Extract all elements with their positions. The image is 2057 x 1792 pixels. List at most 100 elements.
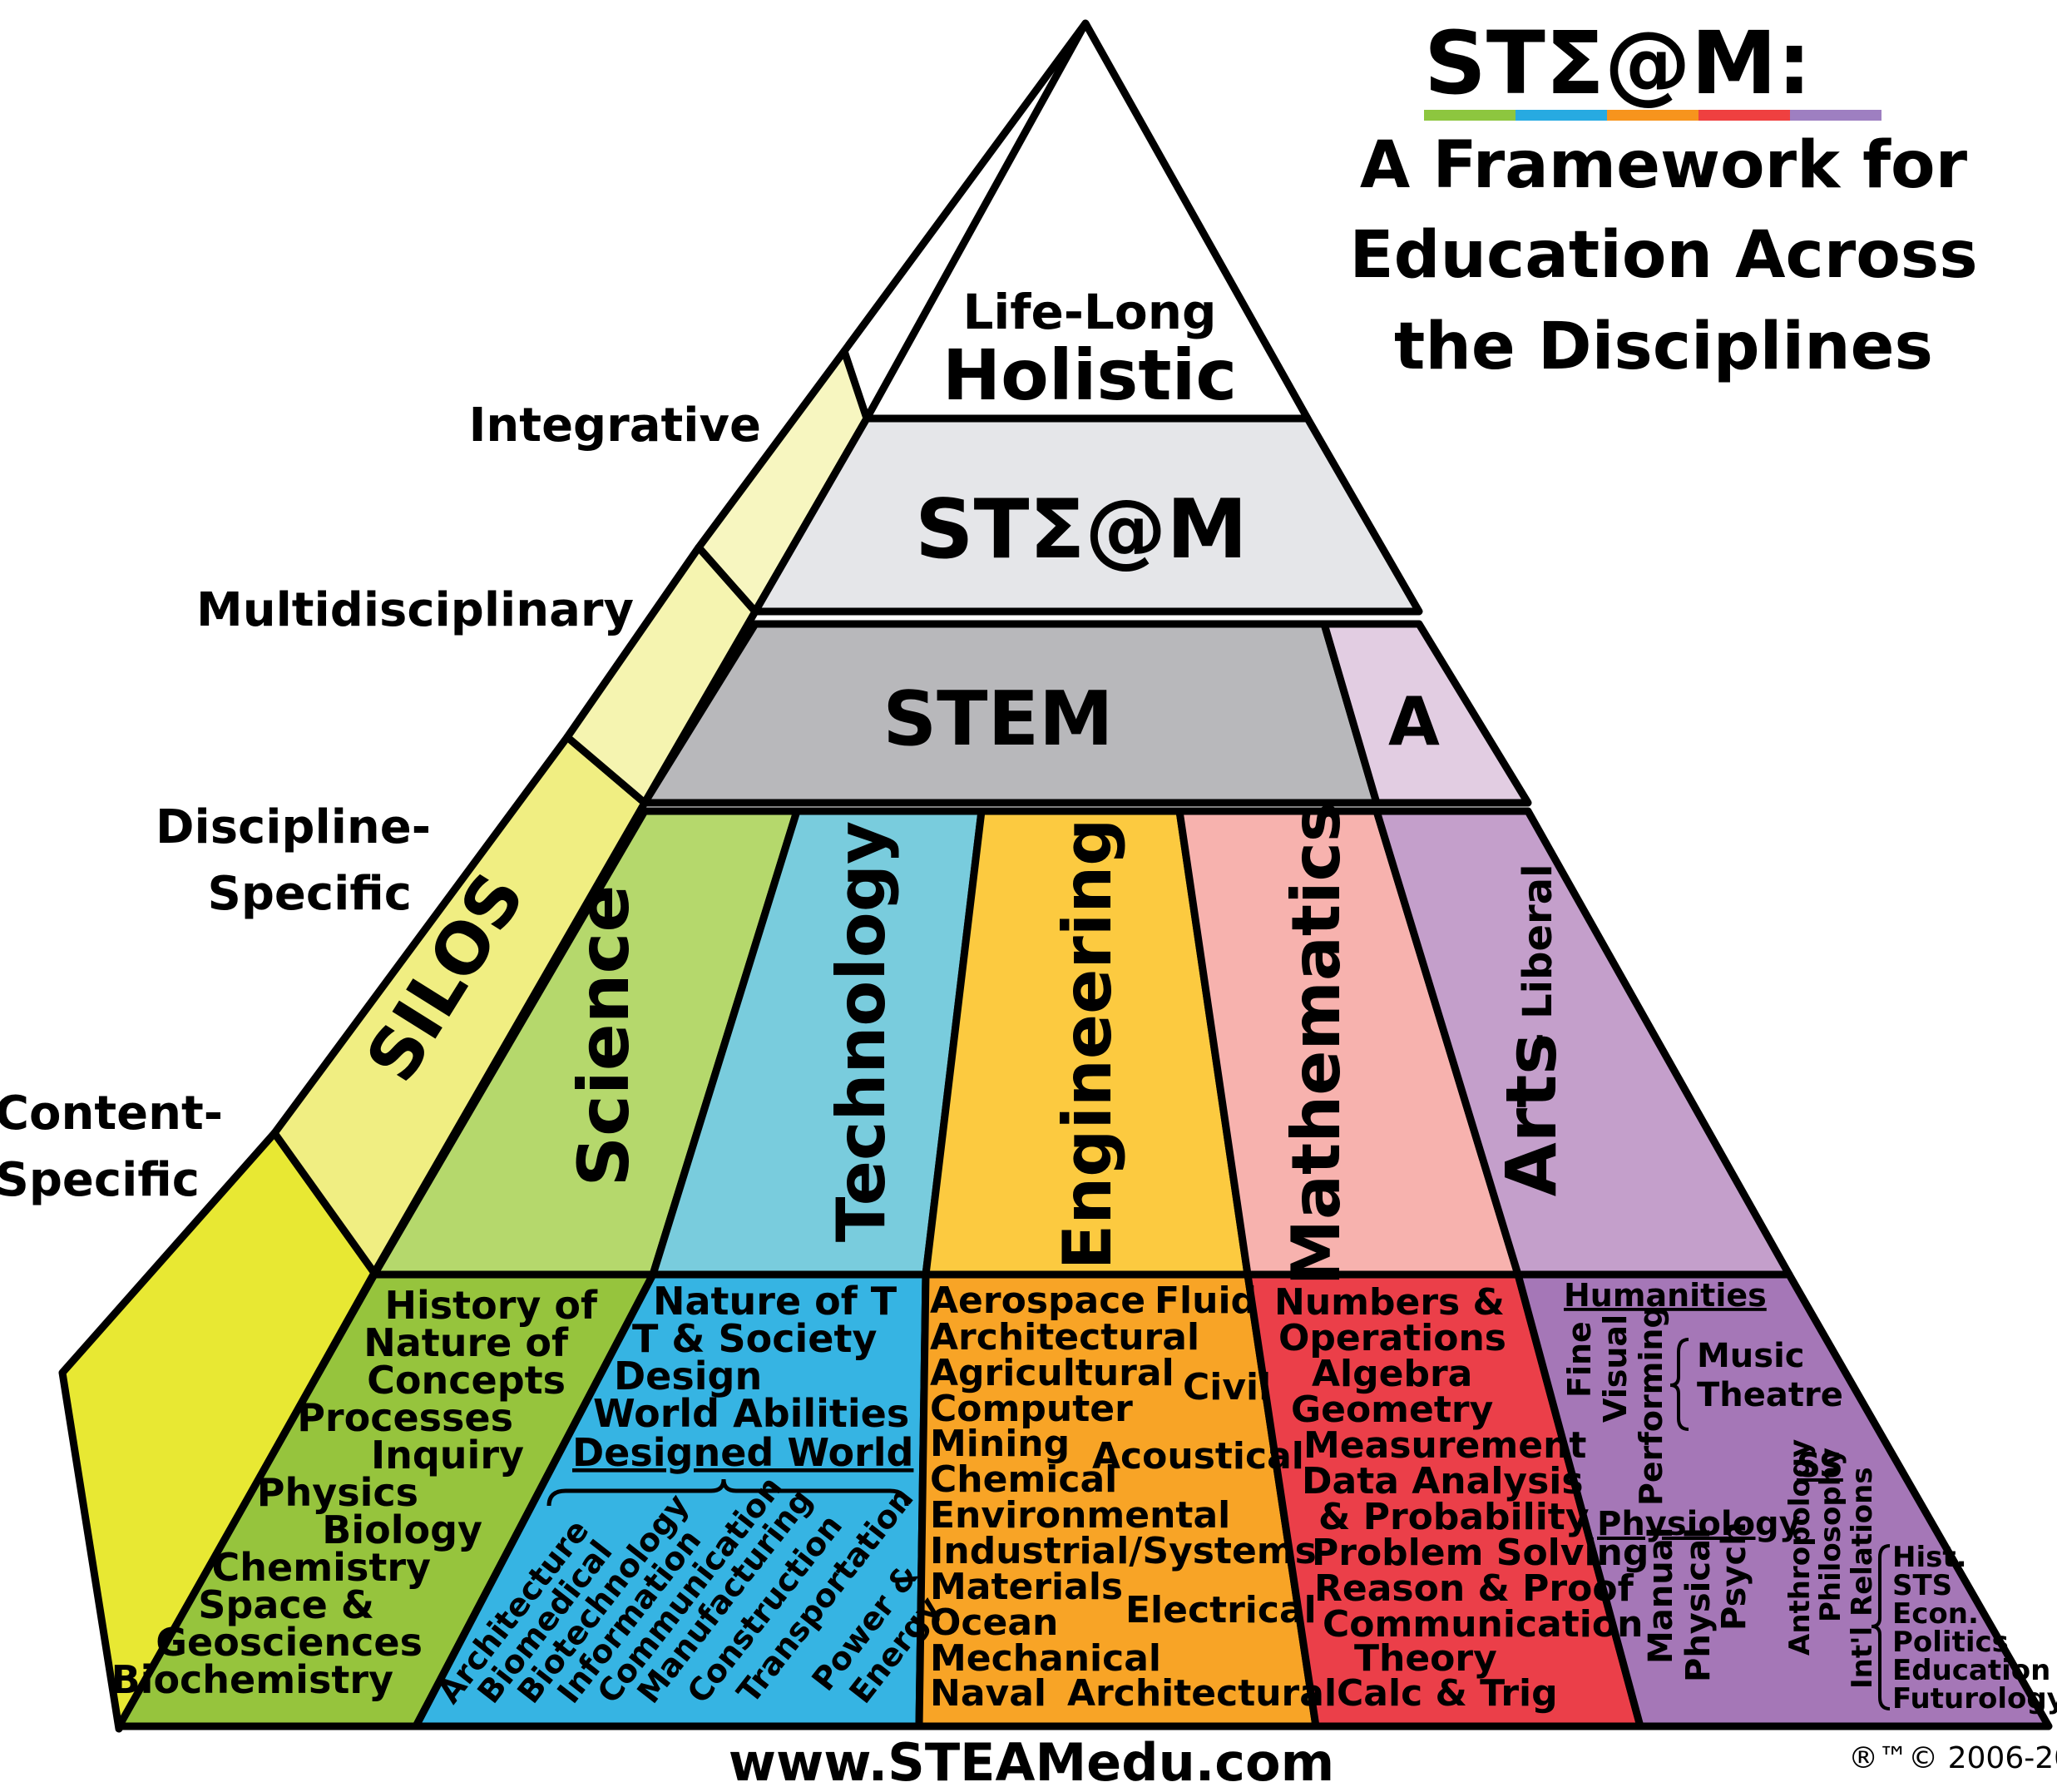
list-item: Education: [1892, 1654, 2050, 1687]
list-item: Naval: [930, 1672, 1046, 1715]
list-item: Mechanical: [930, 1637, 1161, 1680]
list-item: Inquiry: [371, 1433, 524, 1478]
list-item: Geometry: [1291, 1389, 1493, 1431]
ss-brace: [1871, 1544, 1891, 1710]
technology-list: Nature of T T & Society Design World Abi…: [572, 1279, 913, 1475]
list-item: Mining: [930, 1423, 1070, 1465]
engineering-list: Aerospace Fluid Architectural Agricultur…: [930, 1280, 1337, 1715]
column-label-technology: Technology: [823, 821, 900, 1242]
tier-label-stem: STEM: [883, 676, 1113, 763]
label-content-2: Specific: [0, 1153, 200, 1207]
column-label-engineering: Engineering: [1049, 819, 1126, 1270]
footer-url: www.STEAMedu.com: [729, 1732, 1334, 1792]
title-line3: the Disciplines: [1394, 309, 1933, 384]
list-item: Electrical: [1125, 1589, 1317, 1631]
label-content-1: Content-: [0, 1087, 223, 1141]
list-item: Civil: [1183, 1366, 1271, 1408]
ss-heading: SS: [1797, 1447, 1843, 1485]
list-item: STS: [1892, 1569, 1952, 1602]
list-item: Ocean: [930, 1601, 1058, 1644]
list-item: Aerospace: [930, 1280, 1145, 1322]
list-item: Geosciences: [156, 1620, 423, 1665]
list-item: Agricultural: [930, 1352, 1174, 1394]
tier-a: [1320, 620, 1532, 807]
list-item: Operations: [1278, 1317, 1506, 1359]
list-item: Nature of T: [653, 1279, 897, 1324]
column-label-mathematics: Mathematics: [1278, 802, 1355, 1285]
list-item: History of: [384, 1283, 598, 1328]
humanities-heading: Humanities: [1564, 1277, 1767, 1314]
list-item: Materials: [930, 1566, 1123, 1608]
list-item: Visual: [1597, 1314, 1634, 1423]
list-item: T & Society: [632, 1316, 877, 1361]
list-item: Physics: [257, 1470, 418, 1515]
list-item: Econ.: [1892, 1597, 1979, 1631]
list-item: Futurology: [1892, 1682, 2057, 1715]
list-item: Computer: [930, 1388, 1133, 1430]
list-item: Music: [1697, 1337, 1805, 1375]
tier-label-holistic: Holistic: [942, 334, 1237, 416]
designed-world-heading: Designed World: [572, 1430, 913, 1475]
column-label-liberal: - Liberal: [1515, 864, 1561, 1049]
list-item: Reason & Proof: [1314, 1567, 1634, 1610]
tier-label-a: A: [1388, 683, 1440, 760]
performing-brace: [1669, 1338, 1689, 1431]
arts-list: Humanities Fine Visual Performing Music …: [1561, 1277, 2057, 1715]
list-item: Theory: [1354, 1637, 1497, 1680]
column-label-science: Science: [563, 885, 645, 1187]
list-item: Architectural: [1067, 1672, 1337, 1715]
list-item: Biochemistry: [111, 1657, 393, 1702]
list-item: Int'l Relations: [1846, 1467, 1879, 1689]
label-discipline-1: Discipline-: [156, 800, 431, 854]
physiology-heading: Physiology: [1597, 1505, 1801, 1543]
list-item: Data Analysis: [1302, 1460, 1584, 1502]
tier-label-lifelong: Life-Long: [962, 284, 1216, 340]
list-item: Physical: [1679, 1527, 1718, 1682]
science-list: History of Nature of Concepts Processes …: [111, 1283, 598, 1702]
list-item: Chemistry: [212, 1545, 431, 1590]
list-item: Space &: [198, 1582, 374, 1627]
list-item: Acoustical: [1092, 1435, 1304, 1478]
list-item: Fine: [1561, 1321, 1598, 1398]
title-main: STΣ@M:: [1424, 12, 1812, 114]
list-item: Architectural: [930, 1316, 1199, 1359]
list-item: Nature of: [363, 1320, 569, 1365]
list-item: Hist.: [1892, 1541, 1967, 1574]
label-integrative: Integrative: [469, 398, 761, 453]
box-arts: [1514, 1270, 2053, 1730]
list-item: Fluid: [1155, 1280, 1257, 1322]
list-item: Philosophy: [1814, 1448, 1847, 1622]
title-line1: A Framework for: [1360, 128, 1968, 203]
list-item: Calc & Trig: [1337, 1672, 1558, 1715]
list-item: Concepts: [367, 1358, 566, 1403]
list-item: Industrial/Systems: [930, 1530, 1317, 1572]
list-item: Design: [614, 1354, 762, 1398]
list-item: Performing: [1633, 1305, 1669, 1506]
list-item: Manual: [1642, 1527, 1680, 1664]
list-item: Theatre: [1697, 1376, 1843, 1414]
technology-brace: [546, 1478, 909, 1507]
list-item: Numbers &: [1274, 1281, 1505, 1324]
list-item: Environmental: [930, 1494, 1230, 1537]
title-color-bar: [1424, 110, 1881, 121]
list-item: Chemical: [930, 1458, 1117, 1501]
math-list: Numbers & Operations Algebra Geometry Me…: [1274, 1281, 1649, 1715]
list-item: Processes: [297, 1395, 513, 1440]
list-item: Biology: [322, 1507, 482, 1552]
label-multidisciplinary: Multidisciplinary: [196, 583, 634, 637]
footer-copyright: ®™© 2006-2016: [1848, 1741, 2057, 1775]
list-item: Communication: [1323, 1603, 1643, 1646]
column-label-arts: Arts: [1491, 1033, 1572, 1197]
list-item: Politics: [1892, 1626, 2009, 1659]
label-discipline-2: Specific: [208, 867, 413, 921]
tier-steam: [751, 414, 1423, 616]
list-item: & Probability: [1318, 1496, 1590, 1538]
list-item: Problem Solving: [1312, 1532, 1649, 1574]
list-item: Psych: [1715, 1522, 1753, 1631]
tier-label-steam: STΣ@M: [915, 483, 1248, 577]
list-item: Anthropology: [1783, 1439, 1817, 1656]
list-item: World Abilities: [593, 1391, 909, 1436]
title-line2: Education Across: [1349, 218, 1977, 293]
